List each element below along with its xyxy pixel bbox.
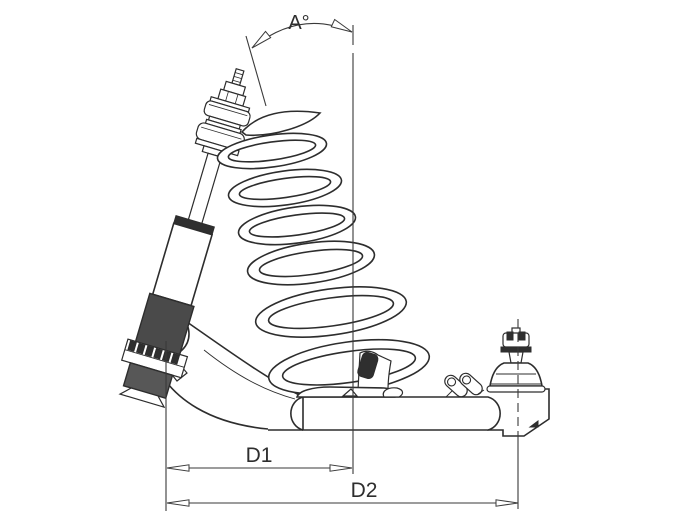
lower-mount bbox=[295, 350, 404, 398]
mount-base-right bbox=[382, 387, 404, 398]
spring-coil-5 bbox=[254, 286, 408, 338]
top-hex-nut bbox=[217, 88, 247, 107]
d2-arrowhead-left bbox=[166, 499, 190, 507]
coilover-strut bbox=[118, 67, 251, 409]
d1-arrowhead-left bbox=[166, 464, 190, 472]
top-stem-thread bbox=[231, 67, 245, 87]
spring-coil-1 bbox=[216, 132, 328, 170]
d2-arrowhead-right bbox=[495, 499, 519, 507]
bushing-spacer bbox=[204, 115, 242, 135]
arm-tube bbox=[268, 396, 501, 431]
strut-axis-extension-line bbox=[245, 35, 267, 107]
mount-tab bbox=[357, 351, 379, 380]
spring-coil-4 bbox=[246, 240, 376, 286]
piston-rod bbox=[185, 152, 223, 232]
dimension-d2: D2 bbox=[166, 479, 519, 507]
upper-bushing bbox=[203, 100, 251, 127]
d2-label: D2 bbox=[351, 479, 378, 502]
tapered-stud bbox=[508, 351, 524, 364]
dust-boot bbox=[489, 362, 543, 387]
arc-arrowhead-left bbox=[251, 30, 272, 49]
mount-foot bbox=[118, 387, 166, 409]
ball-joint bbox=[486, 327, 546, 393]
d1-arrowhead-right bbox=[329, 464, 353, 472]
d1-label: D1 bbox=[246, 444, 273, 467]
sway-bar-lugs bbox=[444, 372, 485, 398]
nut-washer bbox=[500, 346, 532, 353]
castle-nut bbox=[502, 331, 530, 348]
weld-mark bbox=[528, 420, 539, 428]
dimension-angle-a: A° bbox=[251, 12, 353, 49]
shock-body bbox=[151, 222, 214, 307]
spring-coil-3 bbox=[237, 204, 357, 246]
angle-label: A° bbox=[288, 12, 309, 34]
dimension-d1: D1 bbox=[166, 444, 353, 472]
arm-end-block bbox=[487, 388, 550, 437]
coil-spring bbox=[216, 132, 431, 395]
arc-arrowhead-right bbox=[330, 18, 353, 33]
spring-coil-2 bbox=[227, 168, 343, 208]
boot-flange bbox=[486, 385, 546, 393]
spring-adjuster-collar bbox=[120, 338, 189, 379]
upper-spring-perch bbox=[240, 110, 322, 137]
